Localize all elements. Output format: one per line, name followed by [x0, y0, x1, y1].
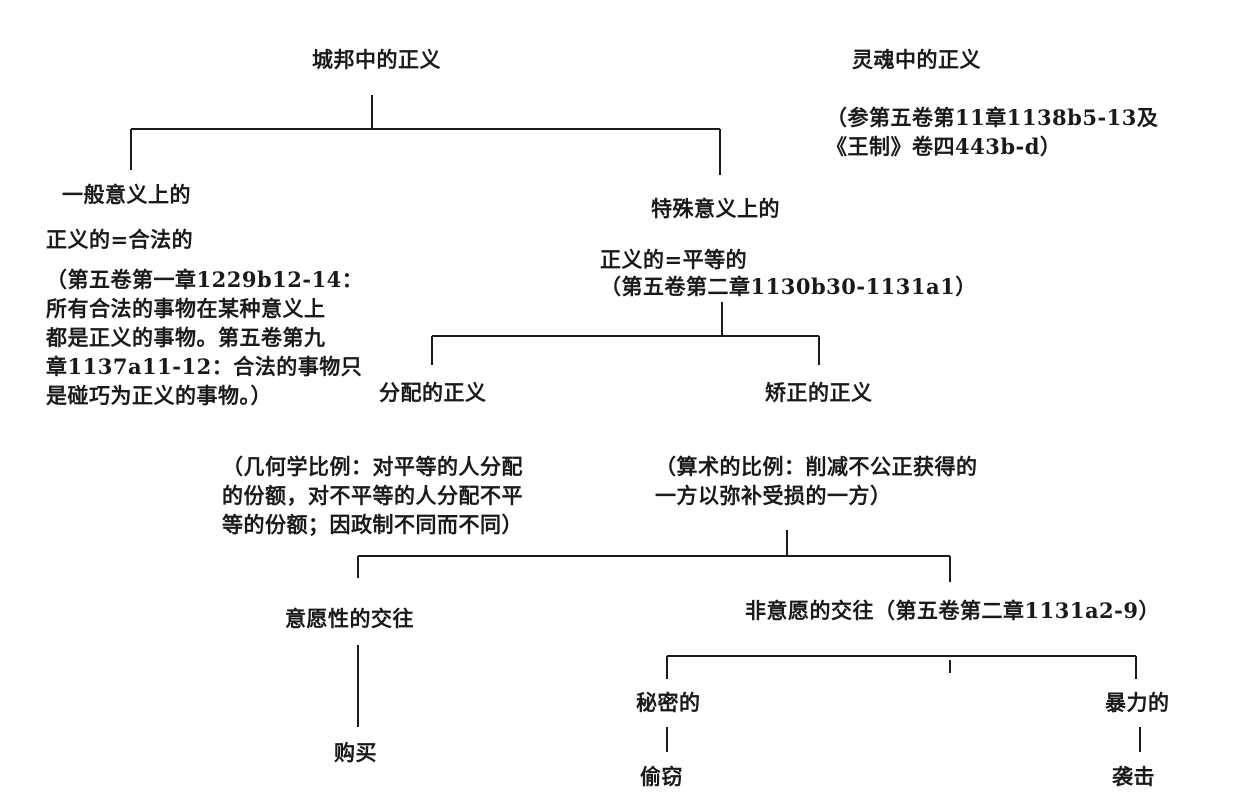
assault-label: 袭击	[1112, 764, 1155, 789]
corrective-note-line: 一方以弥补受损的一方）	[655, 483, 892, 508]
general-note-line: 章1137a11-12：合法的事物只	[46, 354, 363, 379]
distributive-justice-label: 分配的正义	[379, 380, 487, 405]
general-justice-note: （第五卷第一章1229b12-14： 所有合法的事物在某种意义上 都是正义的事物…	[46, 265, 363, 410]
soul-ref-line: （参第五卷第11章1138b5-13及	[826, 105, 1159, 130]
distributive-note-line: 的份额，对不平等的人分配不平	[222, 483, 523, 508]
violent-label: 暴力的	[1105, 690, 1170, 715]
particular-justice-label: 特殊意义上的	[651, 196, 780, 221]
general-note-line: 都是正义的事物。第五卷第九	[46, 325, 326, 350]
general-note-line: 所有合法的事物在某种意义上	[46, 296, 326, 321]
corrective-justice-label: 矫正的正义	[765, 380, 873, 405]
distributive-note-line: 等的份额；因政制不同而不同）	[222, 512, 523, 537]
general-justice-equation: 正义的=合法的	[46, 227, 194, 252]
corrective-justice-note: （算术的比例：削减不公正获得的 一方以弥补受损的一方）	[655, 452, 978, 510]
distributive-note-line: （几何学比例：对平等的人分配	[222, 454, 523, 479]
voluntary-transaction-label: 意愿性的交往	[285, 606, 414, 631]
city-justice-label: 城邦中的正义	[312, 47, 441, 72]
soul-ref-line: 《王制》卷四443b-d）	[826, 134, 1062, 159]
general-note-line: （第五卷第一章1229b12-14：	[46, 267, 364, 292]
corrective-note-line: （算术的比例：削减不公正获得的	[655, 454, 978, 479]
general-justice-label: 一般意义上的	[62, 182, 191, 207]
soul-justice-reference: （参第五卷第11章1138b5-13及 《王制》卷四443b-d）	[826, 103, 1158, 161]
particular-justice-equation: 正义的=平等的	[600, 247, 748, 272]
purchase-label: 购买	[334, 740, 377, 765]
soul-justice-label: 灵魂中的正义	[852, 47, 981, 72]
theft-label: 偷窃	[640, 764, 683, 789]
general-note-line: 是碰巧为正义的事物。）	[46, 383, 272, 408]
distributive-justice-note: （几何学比例：对平等的人分配 的份额，对不平等的人分配不平 等的份额；因政制不同…	[222, 452, 523, 539]
particular-justice-reference: （第五卷第二章1130b30-1131a1）	[600, 274, 977, 299]
secret-label: 秘密的	[636, 690, 701, 715]
involuntary-transaction-label: 非意愿的交往（第五卷第二章1131a2-9）	[745, 598, 1160, 623]
